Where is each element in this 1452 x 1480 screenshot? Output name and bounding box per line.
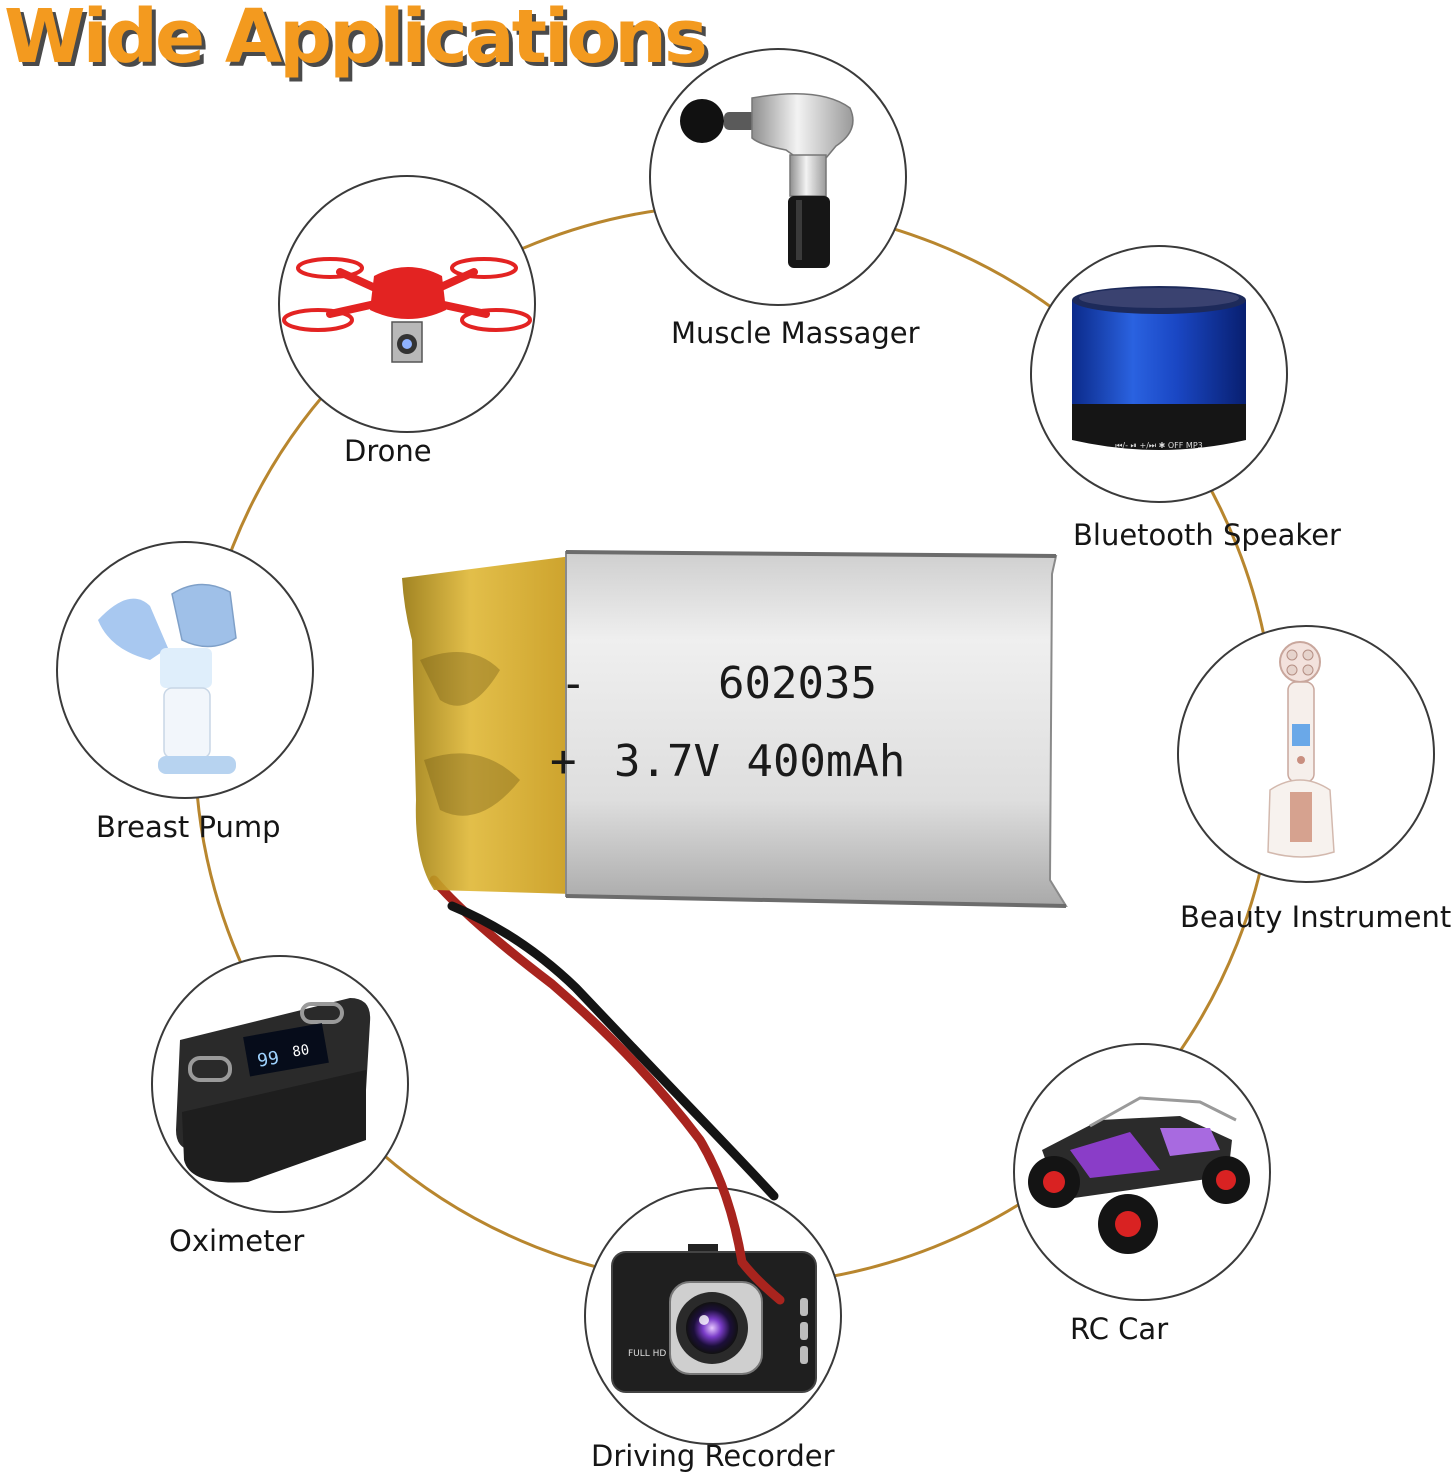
beauty-instrument-item (1177, 625, 1435, 883)
black-wire (447, 901, 779, 1201)
label-muscle-massager: Muscle Massager (671, 316, 920, 350)
bluetooth-speaker-item: ⏮/- ⏯ +/⏭ ✱ OFF MP3 (1030, 245, 1288, 503)
beauty-device-icon (1267, 641, 1335, 858)
drone-icon (282, 257, 532, 332)
battery: - 602035 + 3.7V 400mAh (402, 550, 1068, 1305)
label-breast-pump: Breast Pump (96, 810, 281, 844)
battery-negative-mark: - (560, 658, 587, 709)
breast-pump-item (56, 541, 314, 799)
label-driving-recorder: Driving Recorder (591, 1439, 835, 1473)
speaker-icon: ⏮/- ⏯ +/⏭ ✱ OFF MP3 (1072, 286, 1246, 450)
battery-foil (402, 556, 572, 894)
speaker-buttons: ⏮/- ⏯ +/⏭ ✱ OFF MP3 (1115, 441, 1203, 450)
battery-rating: 3.7V 400mAh (614, 736, 905, 787)
driving-recorder-item: FULL HD (584, 1187, 842, 1445)
label-rc-car: RC Car (1070, 1312, 1169, 1346)
oximeter-icon: 99 80 (176, 998, 371, 1183)
battery-model: 602035 (718, 658, 877, 709)
label-bluetooth-speaker: Bluetooth Speaker (1073, 518, 1341, 552)
rc-car-item (1013, 1043, 1271, 1301)
muscle-massager-item (649, 48, 907, 306)
label-oximeter: Oximeter (169, 1224, 305, 1258)
oximeter-item: 99 80 (151, 955, 409, 1213)
red-wire (429, 875, 785, 1305)
drone-item (278, 175, 536, 433)
headline: Wide Applications (4, 0, 708, 80)
dashcam-text: FULL HD (628, 1349, 666, 1359)
battery-body (565, 550, 1068, 908)
massage-gun-icon (680, 93, 854, 268)
oximeter-pulse: 80 (291, 1042, 310, 1061)
battery-positive-mark: + (550, 736, 577, 787)
dashcam-icon: FULL HD (611, 1244, 817, 1393)
oximeter-spo2: 99 (256, 1047, 281, 1071)
breast-pump-icon (98, 583, 237, 774)
label-beauty-instrument: Beauty Instrument (1180, 900, 1452, 934)
rc-car-icon (1028, 1096, 1250, 1254)
label-drone: Drone (344, 434, 432, 468)
